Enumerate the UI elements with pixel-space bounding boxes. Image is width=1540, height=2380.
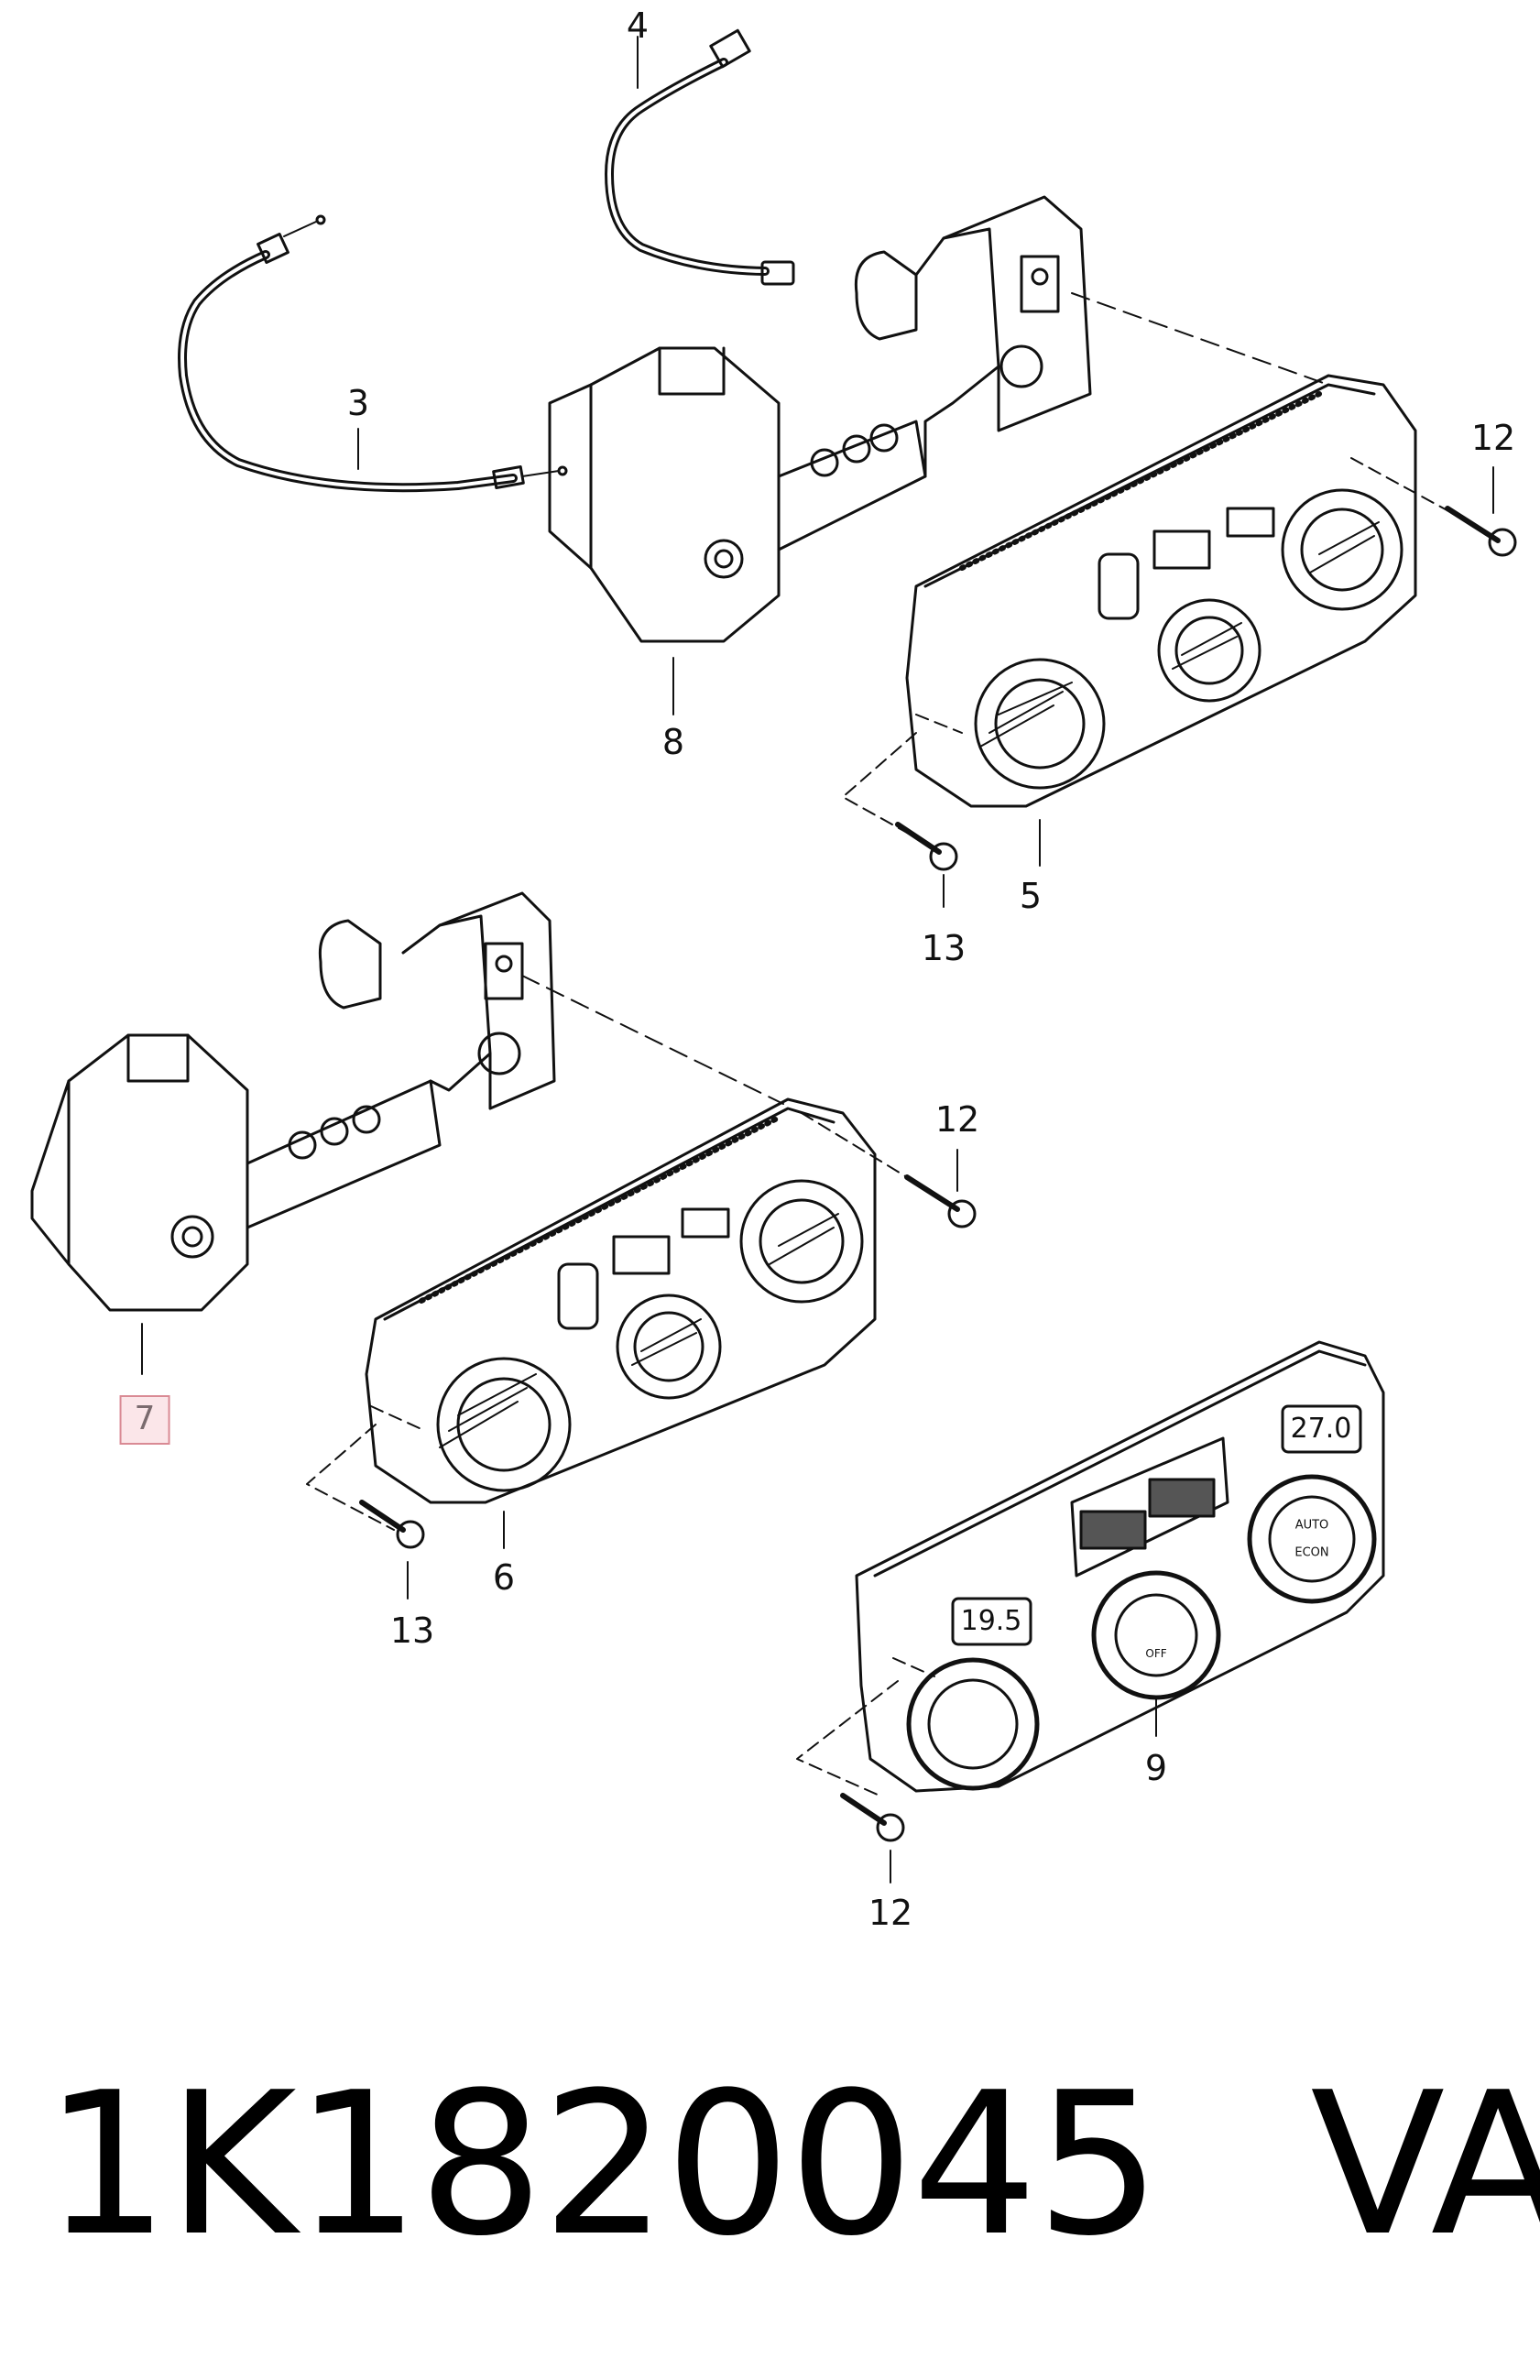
- bracket-8: [548, 195, 1092, 715]
- brand-name: VAG: [1310, 2049, 1540, 2279]
- climatronic-panel-9: [796, 1340, 1385, 1883]
- callout-12: 12: [1470, 418, 1516, 458]
- screw-13-upper: [895, 822, 958, 871]
- control-panel-6: [365, 1097, 877, 1549]
- callout-13: 13: [389, 1610, 435, 1651]
- callout-3: 3: [346, 383, 370, 423]
- callout-12: 12: [868, 1893, 913, 1933]
- cable-3: [178, 214, 568, 493]
- callout-4: 4: [626, 5, 650, 46]
- callout-6: 6: [492, 1557, 516, 1598]
- panel-auto-label: AUTO: [1294, 1518, 1329, 1533]
- leader-lines-upper: [842, 292, 1494, 908]
- part-caption: 1K1820045VAG: [44, 2066, 1540, 2286]
- callout-5: 5: [1019, 876, 1043, 916]
- screw-12-lower: [904, 1174, 977, 1228]
- screw-12-upper: [1445, 506, 1517, 557]
- callout-7-highlighted[interactable]: 7: [119, 1395, 170, 1445]
- panel-econ-label: ECON: [1294, 1545, 1329, 1560]
- part-number: 1K1820045: [44, 2049, 1161, 2279]
- cable-4: [605, 28, 795, 286]
- callout-13: 13: [921, 928, 967, 968]
- panel-right-temp-display: 27.0: [1290, 1413, 1352, 1445]
- control-panel-5: [905, 374, 1417, 867]
- bracket-7: [30, 891, 556, 1375]
- callout-9: 9: [1144, 1748, 1168, 1788]
- panel-left-temp-display: 19.5: [960, 1605, 1022, 1637]
- leader-lines-lower: [306, 975, 958, 1599]
- callout-12: 12: [934, 1099, 980, 1140]
- callout-8: 8: [661, 722, 685, 762]
- screw-13-lower: [359, 1500, 425, 1549]
- panel-off-label: OFF: [1145, 1647, 1167, 1660]
